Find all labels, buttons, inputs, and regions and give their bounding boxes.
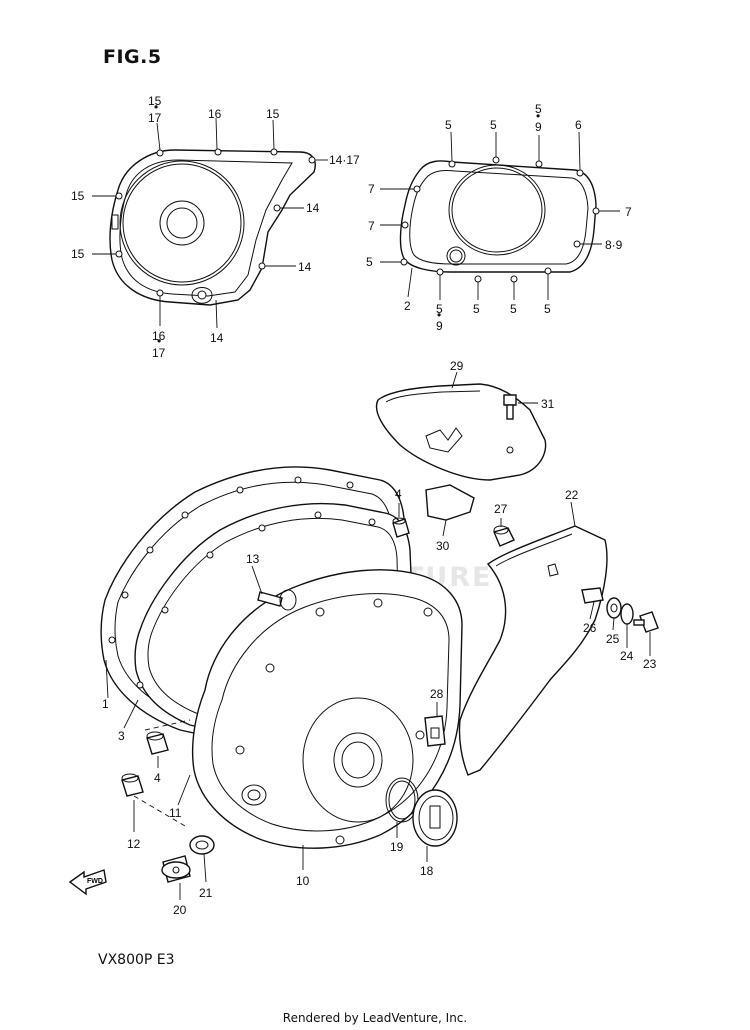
callout-28: 28 [430,687,444,701]
callout-31: 31 [541,397,555,411]
callout-10: 10 [296,874,310,888]
grommet-27 [493,518,515,547]
callout-2: 2 [404,299,411,313]
callout-14-mid: 14 [306,201,320,215]
clip-28 [424,702,446,747]
callouts-main: 29 31 4 22 27 30 13 1 26 25 24 23 3 28 4… [102,359,657,917]
fwd-label: FWD [87,878,103,885]
callout-29: 29 [450,359,464,373]
callout-16-top: 16 [208,107,222,121]
dowel-pin-upper [392,503,410,538]
callout-13: 13 [246,552,260,566]
side-cover-22 [458,501,608,776]
callout-8-9: 8·9 [605,238,623,252]
callout-6: 6 [575,118,582,132]
callout-5-f: 5 [473,302,480,316]
callout-17-bottom: 17 [152,346,166,360]
callout-17-top: 17 [148,111,162,125]
callout-dot: • [437,308,441,322]
clutch-cover [177,569,463,870]
model-label: VX800P E3 [98,952,175,968]
callout-9-e: 9 [436,319,443,333]
callout-4-upper: 4 [395,487,402,501]
callout-16-bottom: 16 [152,329,166,343]
callout-14-lower: 14 [298,260,312,274]
credit-line: Rendered by LeadVenture, Inc. [282,1011,468,1025]
washer-25 [606,597,622,631]
callout-15-top: 15 [148,94,162,108]
callout-20: 20 [173,903,187,917]
callout-4-lower: 4 [154,771,161,785]
callout-5-d: 5 [366,255,373,269]
callout-22: 22 [565,488,579,502]
callout-15-left-lower: 15 [71,247,85,261]
gasket-washer [189,835,215,883]
figure-title: FIG.5 [103,46,162,68]
cover-29 [375,371,547,481]
callout-30: 30 [436,539,450,553]
drain-bolt [161,855,191,900]
callout-27: 27 [494,502,508,516]
filler-cap [412,789,458,862]
callout-23: 23 [643,657,657,671]
callout-1: 1 [102,697,109,711]
callout-12: 12 [127,837,141,851]
callout-7-a: 7 [368,182,375,196]
callout-5-c: 5 [535,102,542,116]
callout-24: 24 [620,649,634,663]
callout-19: 19 [390,840,404,854]
callout-26: 26 [583,621,597,635]
callout-5-b: 5 [490,118,497,132]
dowel-pin-lower [146,731,169,768]
callout-dot: • [154,100,158,114]
pin-13 [251,565,297,611]
dowel-pin-12 [121,773,144,832]
washer-24 [620,603,634,648]
callout-5-g: 5 [510,302,517,316]
bolt-31 [503,394,538,420]
callouts-top-right: 5 5 5 • 9 6 7 7 7 8·9 5 2 5 • 9 5 5 5 [366,102,632,333]
callout-5-h: 5 [544,302,551,316]
callout-7-b: 7 [368,219,375,233]
callout-9-c: 9 [535,120,542,134]
callout-5-e: 5 [436,302,443,316]
callout-dot: • [536,109,540,123]
callout-3: 3 [118,729,125,743]
bolt-23 [633,611,659,656]
callouts-top-left: 15 • 17 16 15 14·17 15 14 15 14 16 • 17 … [71,94,360,360]
clutch-cover-gasket [380,131,620,300]
callout-dot: • [157,334,161,348]
callout-18: 18 [420,864,434,878]
spacer-26 [581,587,604,620]
callout-21: 21 [199,886,213,900]
callout-11: 11 [169,806,182,820]
callout-15-top-right: 15 [266,107,280,121]
forward-arrow-icon: FWD [68,869,107,896]
bracket-30 [425,484,475,537]
callout-7-c: 7 [625,205,632,219]
callout-14-17: 14·17 [329,153,360,167]
callout-15-left: 15 [71,189,85,203]
callout-5-a: 5 [445,118,452,132]
generator-cover-gasket [92,117,328,329]
callout-25: 25 [606,632,620,646]
callout-14-bottom: 14 [210,331,224,345]
